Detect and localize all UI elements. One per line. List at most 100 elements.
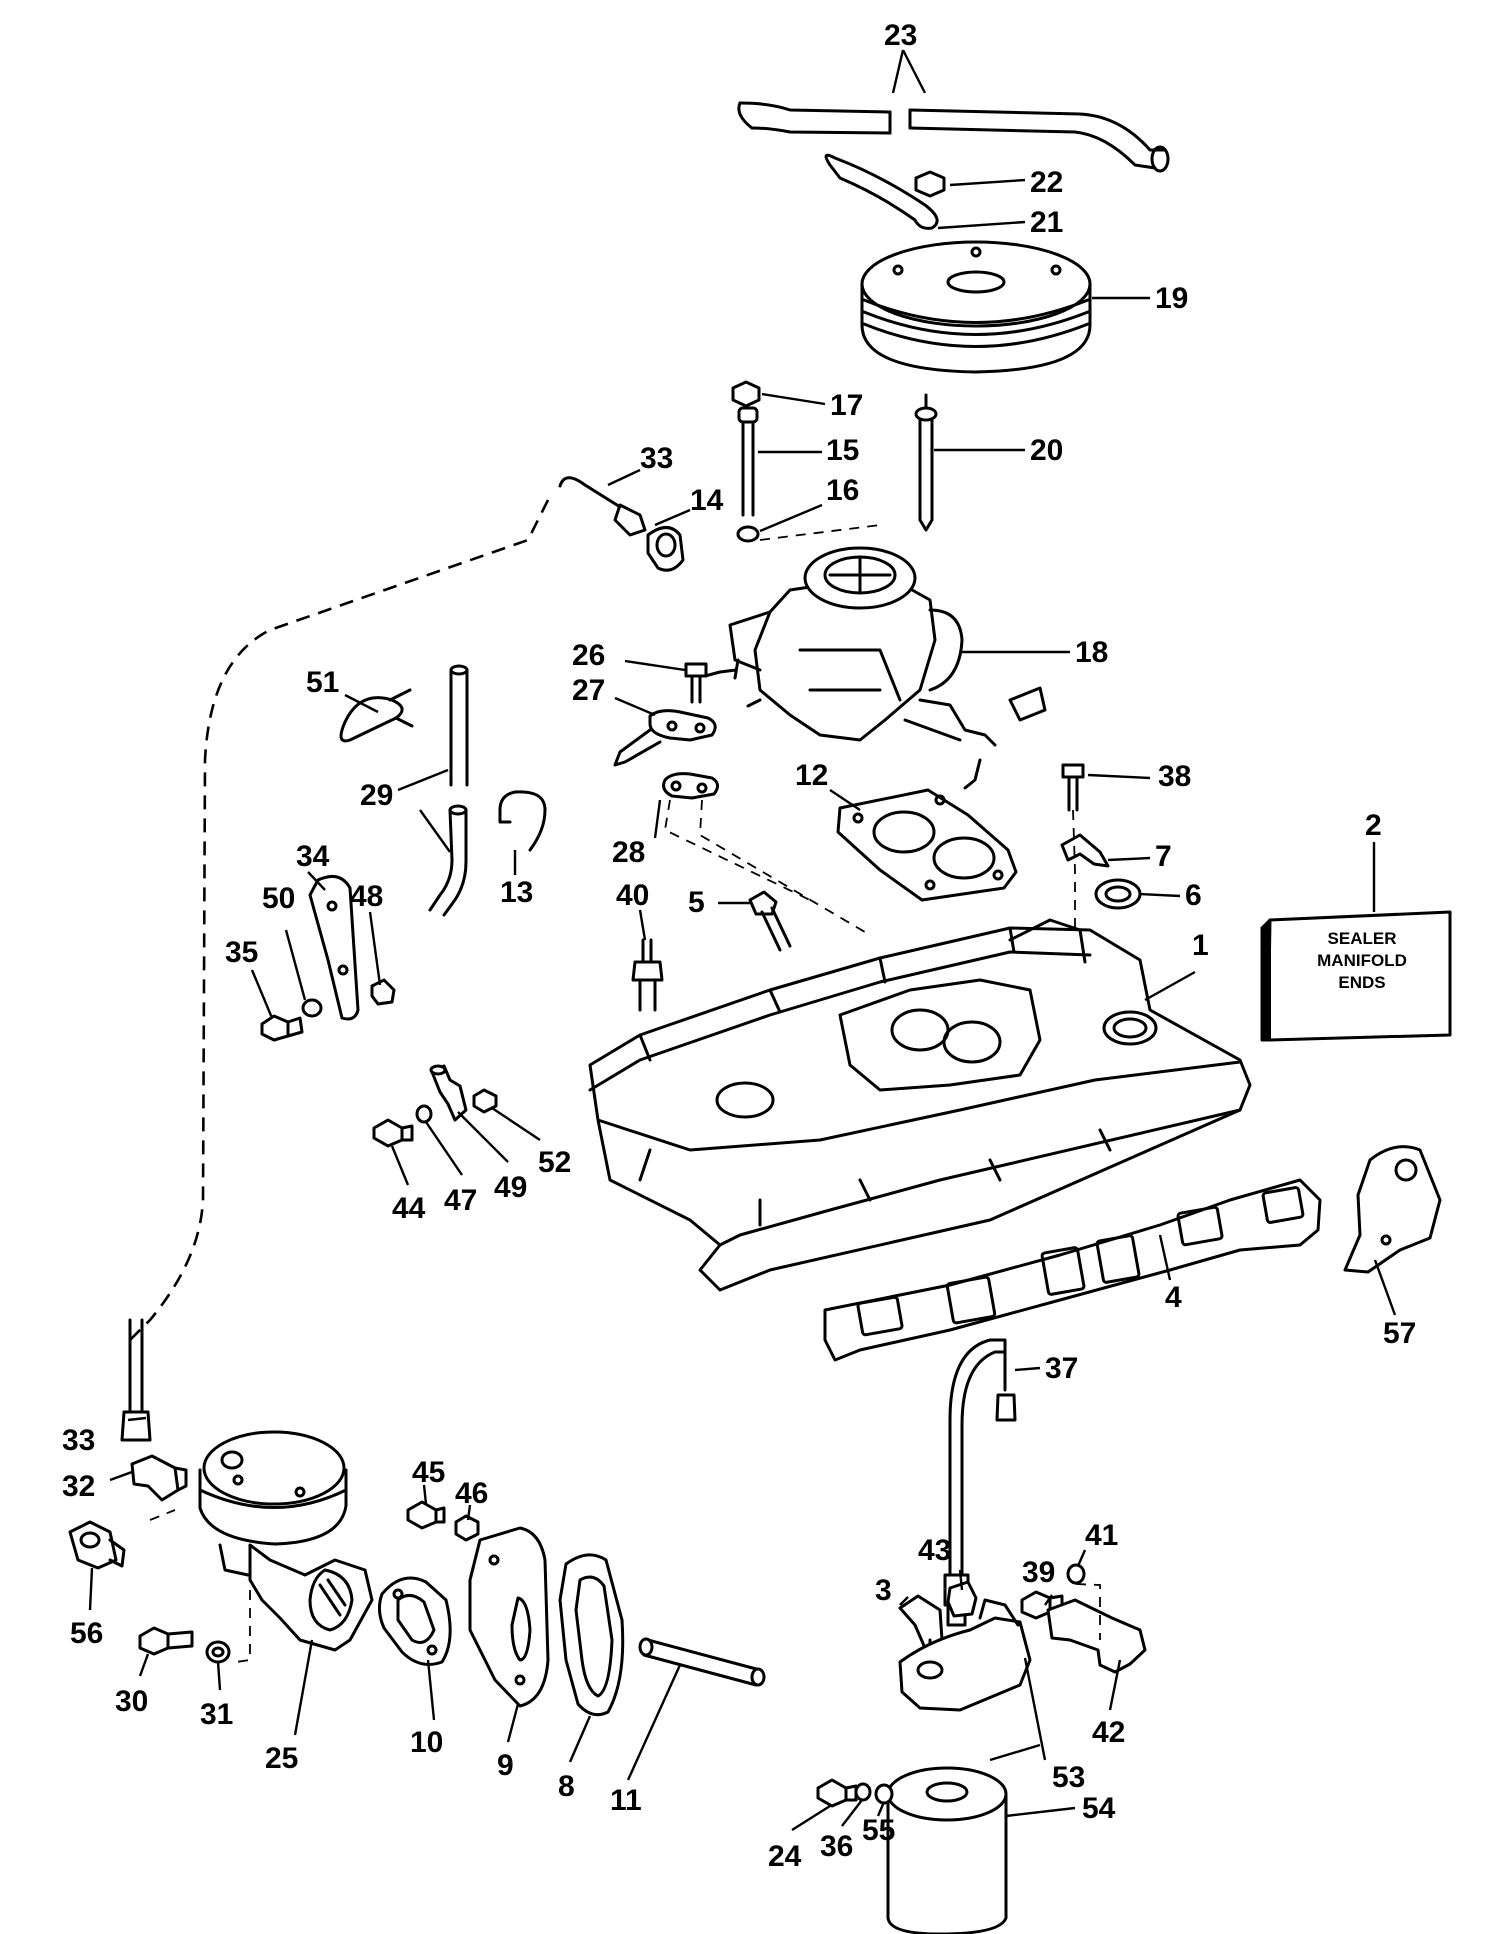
part-11-rod [638, 1637, 766, 1687]
callout-29: 29 [360, 779, 393, 812]
callout-9: 9 [497, 1749, 514, 1782]
stud-alignment-line [759, 524, 881, 541]
part-24-bolt [816, 1778, 858, 1808]
part-43-fitting [946, 1580, 978, 1618]
part-13-clip [498, 790, 547, 852]
bracket-42-alignment-line [1075, 1583, 1101, 1640]
part-54-filter [886, 1766, 1008, 1934]
callout-37: 37 [1045, 1352, 1078, 1385]
callout-32: 32 [62, 1470, 95, 1503]
part-49-fitting [429, 1064, 468, 1122]
callout-51: 51 [306, 666, 339, 699]
part-20-stud [914, 393, 938, 532]
callout-12: 12 [795, 759, 828, 792]
callout-28: 28 [612, 836, 645, 869]
part-14-fitting [646, 526, 685, 572]
part-1-intake-manifold [588, 918, 1252, 1292]
part-21-strap [824, 153, 939, 230]
part-18-carburetor [703, 546, 1047, 790]
part-16-washer [736, 525, 760, 543]
pump-alignment-line [235, 1590, 251, 1663]
part-52-nut [472, 1088, 498, 1114]
callout-36: 36 [820, 1830, 853, 1863]
part-25-fuel-pump [198, 1430, 374, 1652]
callout-10: 10 [410, 1726, 443, 1759]
part-6-ring [1094, 878, 1142, 910]
callout-labels: 23 22 21 19 17 15 16 20 33 14 18 26 27 2… [62, 19, 1416, 1873]
part-33-bottom-line [120, 1318, 152, 1442]
part-5-bolt [748, 890, 792, 952]
part-45-bolt [406, 1500, 446, 1530]
part-48-nut [370, 978, 396, 1006]
part-22-nut [914, 170, 946, 198]
part-12-carb-gasket [836, 788, 1018, 902]
bracket-alignment-line-2 [664, 799, 811, 901]
callout-57: 57 [1383, 1317, 1416, 1350]
callout-6: 6 [1185, 879, 1202, 912]
callout-8: 8 [558, 1770, 575, 1803]
sealer-box-line-1: SEALER [1328, 929, 1397, 948]
callout-20: 20 [1030, 434, 1063, 467]
callout-4: 4 [1165, 1281, 1182, 1314]
callout-46: 46 [455, 1477, 488, 1510]
bracket-alignment-line-1 [699, 799, 871, 936]
callout-16: 16 [826, 474, 859, 507]
part-9-plate [468, 1526, 550, 1708]
sealer-box-line-2: MANIFOLD [1317, 951, 1407, 970]
callout-21: 21 [1030, 206, 1063, 239]
callout-33-top: 33 [640, 442, 673, 475]
callout-31: 31 [200, 1698, 233, 1731]
part-8-gasket [558, 1553, 625, 1717]
callout-19: 19 [1155, 282, 1188, 315]
callout-26: 26 [572, 639, 605, 672]
part-30-bolt [138, 1626, 194, 1656]
callout-15: 15 [826, 434, 859, 467]
callout-53: 53 [1052, 1761, 1085, 1794]
callout-49: 49 [494, 1171, 527, 1204]
callout-45: 45 [412, 1456, 445, 1489]
callout-44: 44 [392, 1192, 426, 1225]
callout-7: 7 [1155, 840, 1172, 873]
callout-11: 11 [610, 1784, 642, 1817]
part-56-fitting [68, 1520, 126, 1570]
part-53-filter-head [898, 1598, 1032, 1712]
part-10-gasket [377, 1576, 452, 1666]
callout-13: 13 [500, 876, 533, 909]
part-40-sender [631, 938, 664, 1012]
part-44-bolt [372, 1118, 414, 1148]
part-37-pipe [943, 1338, 1017, 1627]
callout-27: 27 [572, 674, 605, 707]
part-36-washer [854, 1782, 872, 1802]
part-41-washer [1066, 1563, 1086, 1585]
part-17-nut [731, 380, 761, 408]
leader-lines [88, 49, 1397, 1832]
callout-2: 2 [1365, 809, 1382, 842]
callout-25: 25 [265, 1742, 298, 1775]
part-4-manifold-gasket [823, 1178, 1322, 1362]
part-38-bolt [1061, 763, 1085, 812]
callout-5: 5 [688, 886, 705, 919]
sealer-box-line-3: ENDS [1338, 973, 1385, 992]
part-19-air-cleaner [860, 240, 1092, 374]
fuel-line-route [129, 499, 550, 1341]
callout-22: 22 [1030, 166, 1063, 199]
callout-3: 3 [875, 1574, 892, 1607]
callout-54: 54 [1082, 1792, 1116, 1825]
part-28-gasket [662, 772, 719, 800]
part-2-sealer-box [1260, 910, 1452, 1042]
callout-38: 38 [1158, 760, 1191, 793]
callout-48: 48 [350, 880, 383, 913]
bolt-alignment-line [1072, 809, 1076, 950]
callout-52: 52 [538, 1146, 571, 1179]
part-51-clamp [339, 688, 414, 743]
part-32-elbow [130, 1454, 188, 1502]
fitting-alignment-line [149, 1509, 176, 1521]
part-46-nut [454, 1514, 480, 1542]
callout-47: 47 [444, 1184, 477, 1217]
part-23-hoses [737, 101, 1170, 173]
callout-50: 50 [262, 882, 295, 915]
callout-24: 24 [768, 1840, 802, 1873]
callout-41: 41 [1085, 1519, 1118, 1552]
callout-40: 40 [616, 879, 649, 912]
